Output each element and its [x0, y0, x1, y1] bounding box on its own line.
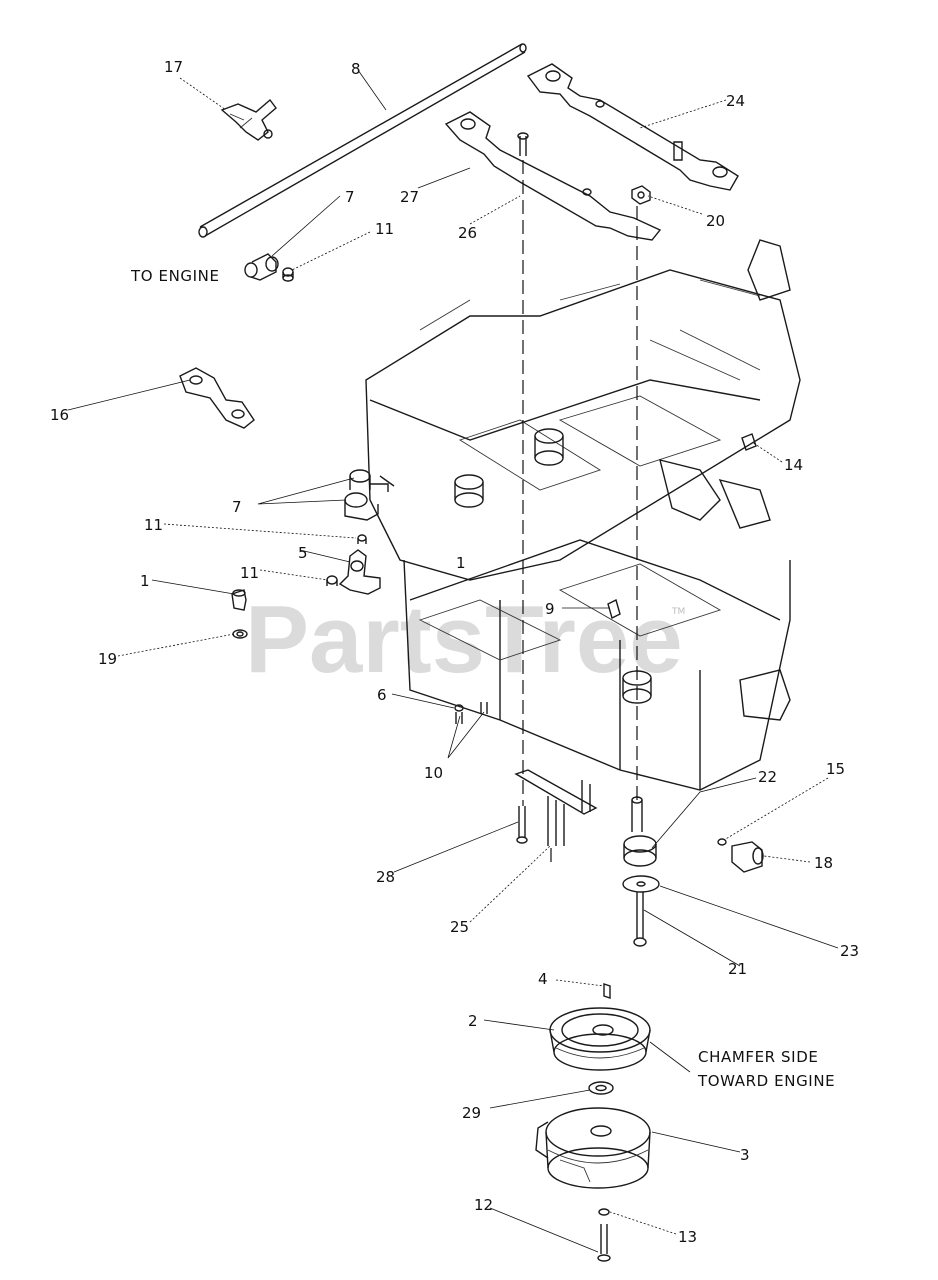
callout-labels: 17 8 24 27 26 20 7 11 16 14 7 11 5 11 1 … — [50, 58, 859, 1246]
part-24-support-bar — [526, 63, 739, 191]
callout-28: 28 — [376, 868, 395, 886]
callout-15: 15 — [826, 760, 845, 778]
rubber-isolator — [622, 670, 652, 704]
part-22-spacer — [623, 796, 657, 867]
callout-5: 5 — [298, 544, 308, 562]
part-13-washer — [598, 1208, 610, 1216]
part-16-gasket — [179, 367, 255, 429]
callout-27: 27 — [400, 188, 419, 206]
part-6-bolt — [454, 704, 464, 724]
part-7-fitting-upper — [244, 253, 279, 281]
callout-22: 22 — [758, 768, 777, 786]
part-17-cable-clamp — [220, 98, 277, 141]
part-3-clutch — [535, 1107, 651, 1189]
part-1-hose-fitting — [231, 589, 247, 611]
part-28-bolt — [516, 806, 528, 844]
part-23-washer — [622, 875, 660, 893]
note-chamfer-line1: CHAMFER SIDE — [698, 1048, 818, 1066]
callout-1-frame: 1 — [456, 554, 466, 572]
callout-11-lower: 11 — [240, 564, 259, 582]
callout-13: 13 — [678, 1228, 697, 1246]
part-11-cap-upper — [282, 267, 294, 282]
part-21-bolt — [633, 892, 647, 947]
callout-7-upper: 7 — [345, 188, 355, 206]
part-2-pulley — [549, 1007, 651, 1071]
part-12-bolt — [597, 1224, 611, 1262]
part-25-bracket — [514, 769, 598, 846]
callout-17: 17 — [164, 58, 183, 76]
leader-lines — [67, 69, 839, 1253]
part-5-valve — [338, 549, 381, 595]
part-15-clip — [717, 838, 727, 846]
callout-8: 8 — [351, 60, 361, 78]
rubber-isolator — [454, 474, 484, 508]
callout-20: 20 — [706, 212, 725, 230]
part-27-bolt — [517, 132, 529, 156]
callout-11-upper: 11 — [375, 220, 394, 238]
part-8-rod — [198, 43, 527, 238]
assembly-centerlines — [522, 160, 638, 862]
callout-25: 25 — [450, 918, 469, 936]
callout-2: 2 — [468, 1012, 478, 1030]
callout-29: 29 — [462, 1104, 481, 1122]
callout-26: 26 — [458, 224, 477, 242]
part-10-pins — [480, 702, 488, 714]
callout-23: 23 — [840, 942, 859, 960]
callout-19: 19 — [98, 650, 117, 668]
part-29-spacer-washer — [588, 1081, 614, 1095]
watermark-trademark: TM — [671, 607, 685, 617]
callout-10: 10 — [424, 764, 443, 782]
callout-12: 12 — [474, 1196, 493, 1214]
callout-6: 6 — [377, 686, 387, 704]
callout-9: 9 — [545, 600, 555, 618]
callout-18: 18 — [814, 854, 833, 872]
callout-4: 4 — [538, 970, 548, 988]
callout-14: 14 — [784, 456, 803, 474]
part-18-connector — [731, 841, 764, 873]
part-11-cap-lower — [326, 575, 338, 586]
callout-7-lower: 7 — [232, 498, 242, 516]
callout-24: 24 — [726, 92, 745, 110]
callout-11-mid: 11 — [144, 516, 163, 534]
part-14-bolt — [741, 433, 757, 451]
part-11-cap-mid — [357, 534, 367, 544]
callout-16: 16 — [50, 406, 69, 424]
callout-1-left: 1 — [140, 572, 150, 590]
part-4-key — [603, 983, 611, 999]
part-20-nut — [631, 185, 651, 205]
part-9-clip — [607, 598, 621, 620]
rubber-isolator — [534, 428, 564, 466]
callout-21: 21 — [728, 960, 747, 978]
callout-3: 3 — [740, 1146, 750, 1164]
frame-assembly — [365, 239, 801, 791]
part-26-support-bar — [444, 111, 662, 241]
note-to-engine: TO ENGINE — [130, 267, 220, 285]
note-chamfer-line2: TOWARD ENGINE — [697, 1072, 835, 1090]
